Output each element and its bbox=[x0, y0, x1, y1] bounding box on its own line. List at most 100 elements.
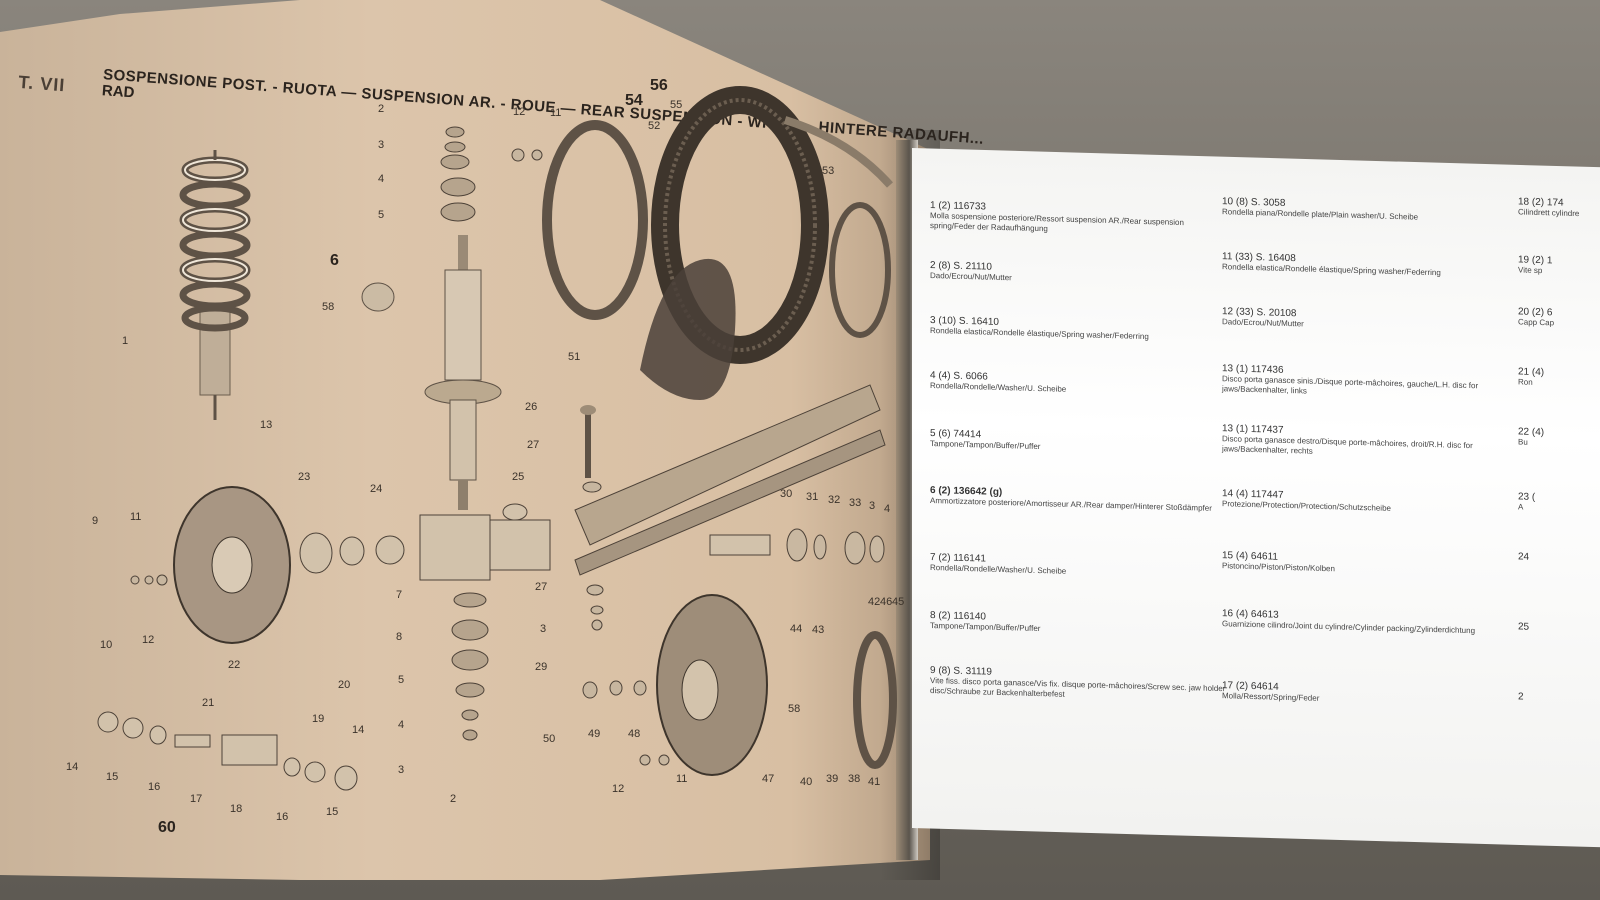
svg-text:12: 12 bbox=[612, 783, 624, 795]
svg-text:17: 17 bbox=[190, 793, 202, 805]
svg-text:1: 1 bbox=[122, 335, 128, 347]
svg-text:55: 55 bbox=[670, 99, 682, 111]
svg-text:16: 16 bbox=[276, 811, 288, 823]
svg-text:11: 11 bbox=[130, 511, 141, 523]
svg-text:18: 18 bbox=[230, 803, 242, 815]
svg-text:29: 29 bbox=[535, 661, 547, 673]
svg-text:7: 7 bbox=[396, 589, 402, 601]
svg-text:42: 42 bbox=[868, 596, 880, 608]
brake-shoes bbox=[853, 631, 897, 769]
svg-text:25: 25 bbox=[512, 471, 524, 483]
part-entry: 24 bbox=[1518, 551, 1530, 563]
callout-6: 6 bbox=[330, 252, 339, 269]
svg-text:53: 53 bbox=[822, 165, 834, 177]
svg-text:52: 52 bbox=[648, 120, 660, 132]
svg-text:4: 4 bbox=[398, 719, 404, 731]
svg-text:15: 15 bbox=[326, 806, 338, 818]
svg-text:13: 13 bbox=[260, 419, 272, 431]
svg-text:10: 10 bbox=[100, 639, 112, 651]
part-entry: 6 (2) 136642 (g)Ammortizzatore posterior… bbox=[930, 485, 1212, 513]
svg-text:15: 15 bbox=[106, 771, 118, 783]
svg-text:3: 3 bbox=[869, 500, 875, 512]
svg-text:49: 49 bbox=[588, 728, 600, 740]
svg-text:58: 58 bbox=[788, 703, 800, 715]
coil-spring-illustration bbox=[179, 150, 251, 420]
svg-text:40: 40 bbox=[800, 776, 812, 788]
svg-text:45: 45 bbox=[892, 596, 904, 608]
svg-text:27: 27 bbox=[535, 581, 547, 593]
svg-text:12: 12 bbox=[142, 634, 154, 646]
svg-text:19: 19 bbox=[312, 713, 324, 725]
svg-text:27: 27 bbox=[527, 439, 539, 451]
svg-text:2: 2 bbox=[378, 103, 384, 115]
svg-text:14: 14 bbox=[66, 761, 78, 773]
svg-text:47: 47 bbox=[762, 773, 774, 785]
svg-text:21: 21 bbox=[202, 697, 214, 709]
svg-text:3: 3 bbox=[398, 764, 404, 776]
svg-text:2: 2 bbox=[450, 793, 456, 805]
svg-text:23: 23 bbox=[298, 471, 310, 483]
svg-text:8: 8 bbox=[396, 631, 402, 643]
part-entry: 2 bbox=[1518, 691, 1524, 703]
callout-56: 56 bbox=[650, 77, 668, 94]
svg-text:22: 22 bbox=[228, 659, 240, 671]
svg-text:44: 44 bbox=[790, 623, 802, 635]
svg-text:50: 50 bbox=[543, 733, 555, 745]
svg-text:46: 46 bbox=[880, 596, 892, 608]
svg-text:24: 24 bbox=[370, 483, 382, 495]
svg-text:4: 4 bbox=[378, 173, 384, 185]
svg-text:32: 32 bbox=[828, 494, 840, 506]
callout-60: 60 bbox=[158, 819, 176, 836]
svg-text:38: 38 bbox=[848, 773, 860, 785]
svg-text:33: 33 bbox=[849, 497, 861, 509]
part-entry: 23 (A bbox=[1518, 491, 1536, 512]
svg-text:31: 31 bbox=[806, 491, 818, 503]
svg-text:39: 39 bbox=[826, 773, 838, 785]
hub-ring bbox=[829, 202, 891, 338]
svg-text:4: 4 bbox=[884, 503, 890, 515]
svg-text:58: 58 bbox=[322, 301, 334, 313]
svg-text:11: 11 bbox=[676, 773, 687, 785]
svg-text:20: 20 bbox=[338, 679, 350, 691]
svg-text:43: 43 bbox=[812, 624, 824, 636]
svg-text:3: 3 bbox=[540, 623, 546, 635]
part-entry: 22 (4)Bu bbox=[1518, 426, 1545, 447]
part-entry: 21 (4)Ron bbox=[1518, 366, 1545, 387]
exploded-parts-diagram: 56 54 6 60 2 3 4 5 1 58 51 52 53 55 12 1… bbox=[66, 77, 904, 836]
svg-text:26: 26 bbox=[525, 401, 537, 413]
svg-text:48: 48 bbox=[628, 728, 640, 740]
svg-text:14: 14 bbox=[352, 724, 364, 736]
svg-text:51: 51 bbox=[568, 351, 580, 363]
svg-text:12: 12 bbox=[513, 106, 525, 118]
svg-text:41: 41 bbox=[868, 776, 880, 788]
svg-text:11: 11 bbox=[550, 107, 561, 119]
svg-text:9: 9 bbox=[92, 515, 98, 527]
svg-text:5: 5 bbox=[378, 209, 384, 221]
svg-text:3: 3 bbox=[378, 139, 384, 151]
callout-54: 54 bbox=[625, 92, 643, 109]
wheel-rim bbox=[542, 120, 648, 320]
svg-text:5: 5 bbox=[398, 674, 404, 686]
part-entry: 25 bbox=[1518, 621, 1530, 633]
